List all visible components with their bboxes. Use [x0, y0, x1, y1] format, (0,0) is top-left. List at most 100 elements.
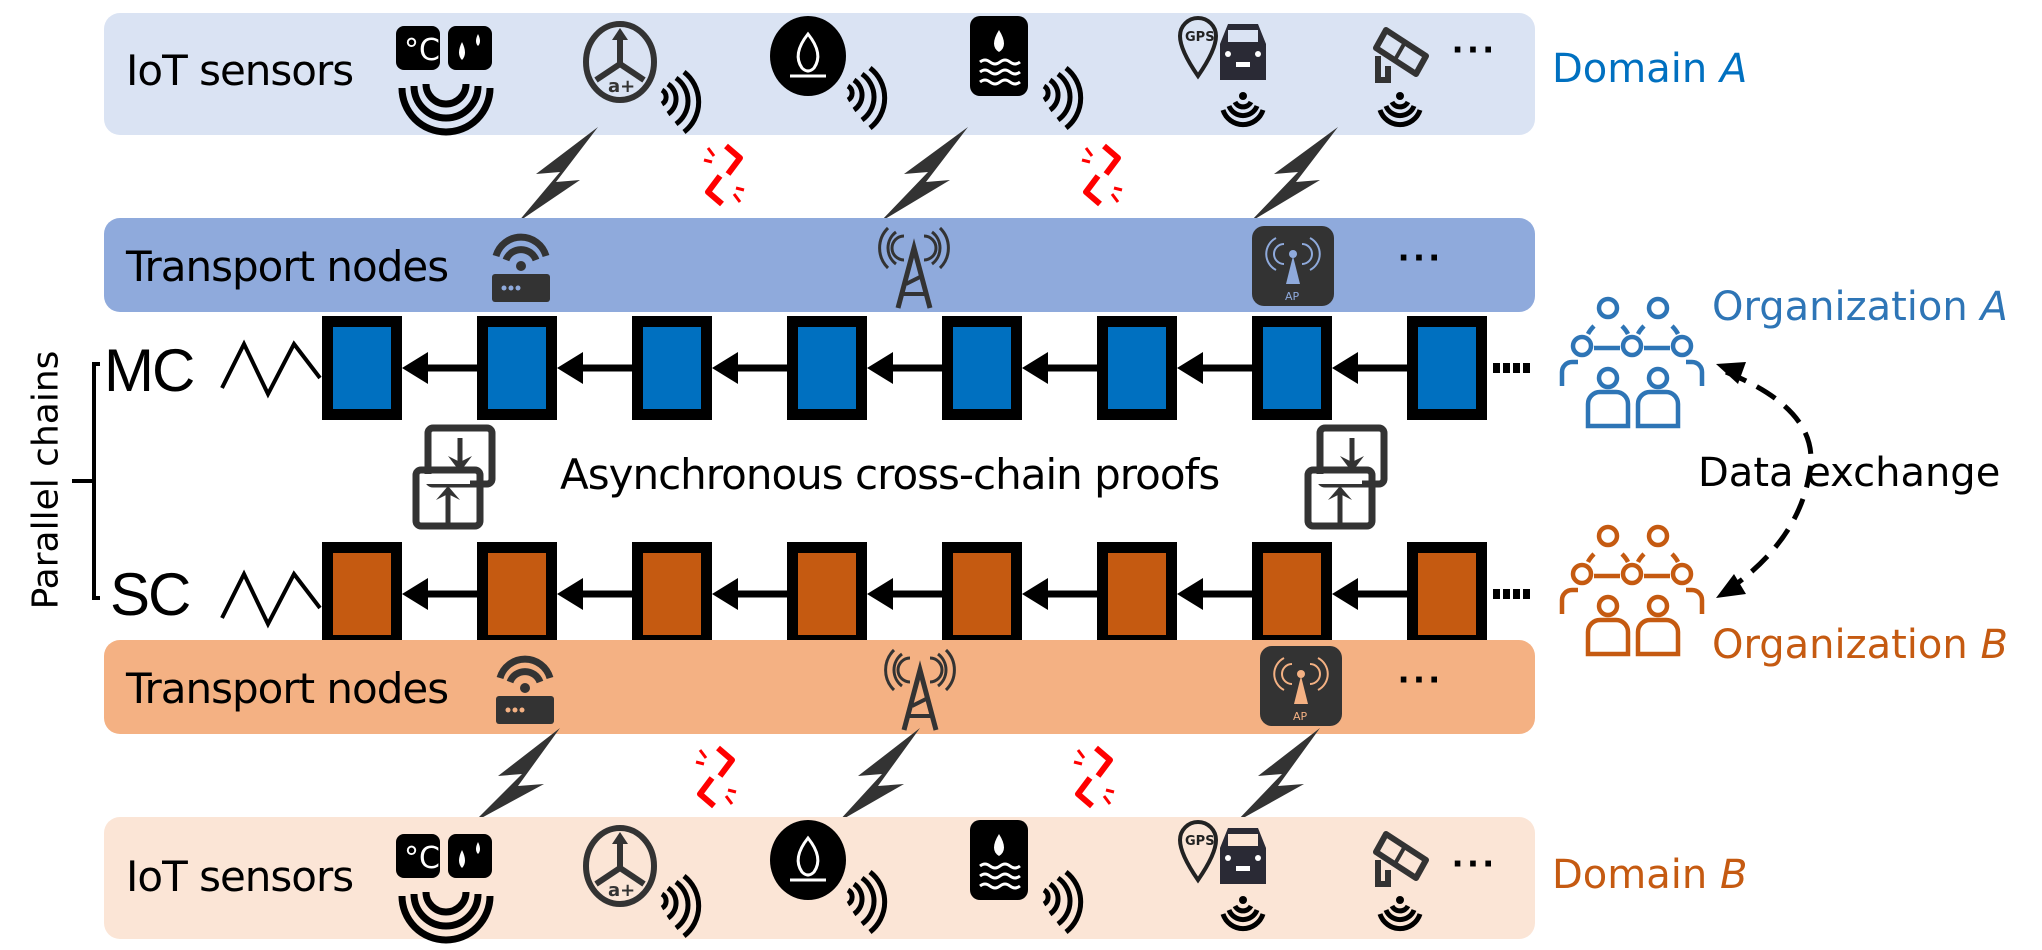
accelerometer-sensor-icon: a+ [583, 825, 702, 938]
main-chain-block [322, 316, 402, 420]
main-chain-arrow-head [402, 352, 428, 384]
main-chain-continuation-dot [1513, 363, 1520, 373]
domain-b-transport-ellipsis: ··· [1398, 658, 1444, 702]
domain-b-letter: B [1719, 852, 1748, 898]
accelerometer-sensor-icon: a+ [583, 21, 702, 134]
broken-link-icon [703, 143, 745, 207]
side-chain-continuation-dot [1503, 589, 1510, 599]
organization-b-letter: B [1980, 622, 2008, 668]
broken-link-icon [1081, 143, 1123, 207]
organization-b-name: Organization [1712, 622, 1968, 668]
side-chain-block [477, 542, 557, 646]
lightning-icon [1250, 127, 1338, 222]
domain-b-sensors-ellipsis: ··· [1452, 842, 1498, 886]
side-chain-arrow-head [1332, 578, 1358, 610]
main-chain-block [1407, 316, 1487, 420]
wifi-router-icon [492, 233, 550, 302]
main-chain-label: MC [104, 337, 195, 404]
side-chain-block [1407, 542, 1487, 646]
main-chain-continuation-dot [1493, 363, 1500, 373]
main-chain-continuation-dot [1523, 363, 1530, 373]
main-chain-arrow-head [712, 352, 738, 384]
domain-a-sensors-ellipsis: ··· [1452, 28, 1498, 72]
domain-a-letter: A [1719, 46, 1748, 92]
access-point-text: AP [1285, 290, 1300, 303]
side-chain-arrow-head [402, 578, 428, 610]
main-chain-genesis-zigzag [220, 339, 322, 399]
wifi-router-icon [496, 655, 554, 724]
main-chain-block [477, 316, 557, 420]
side-chain-genesis-zigzag [220, 569, 322, 629]
domain-b-name: Domain [1552, 852, 1708, 898]
side-chain-label: SC [110, 561, 191, 628]
cross-chain-proofs-label: Asynchronous cross-chain proofs [560, 450, 1220, 499]
svg-text:a+: a+ [608, 880, 635, 901]
broken-link-icon [1073, 745, 1115, 809]
domain-b-label: Domain B [1552, 852, 1747, 898]
surveillance-camera-icon [1373, 831, 1429, 932]
domain-a-transport-ellipsis: ··· [1398, 236, 1444, 280]
cell-tower-icon [884, 648, 956, 731]
side-chain-continuation-dot [1493, 589, 1500, 599]
organization-b-icon [1559, 524, 1705, 657]
main-chain-arrow-head [1177, 352, 1203, 384]
side-chain-arrow-head [1177, 578, 1203, 610]
side-chain-arrow-head [557, 578, 583, 610]
side-chain-arrow-head [867, 578, 893, 610]
lightning-icon [838, 728, 920, 822]
domain-a-iot-label: IoT sensors [126, 46, 354, 95]
gps-vehicle-sensor-icon: GPS [1177, 819, 1266, 932]
main-chain-block [787, 316, 867, 420]
access-point-text: AP [1293, 710, 1308, 723]
side-chain-continuation-dot [1523, 589, 1530, 599]
temperature-humidity-sensor-icon: °C [396, 834, 494, 944]
domain-b-iot-label: IoT sensors [126, 852, 354, 901]
side-chain-block [942, 542, 1022, 646]
organization-a-label: Organization A [1712, 284, 2008, 330]
organization-a-name: Organization [1712, 284, 1968, 330]
lightning-icon [518, 127, 598, 222]
cross-chain-proof-icon [412, 424, 496, 530]
domain-a-name: Domain [1552, 46, 1708, 92]
svg-text:a+: a+ [608, 76, 635, 97]
surveillance-camera-icon [1373, 27, 1429, 128]
main-chain-block [1097, 316, 1177, 420]
cell-tower-icon [878, 226, 950, 309]
side-chain-block [787, 542, 867, 646]
side-chain-block [1097, 542, 1177, 646]
main-chain-arrow-head [867, 352, 893, 384]
gps-text: GPS [1185, 30, 1215, 45]
water-level-sensor-icon [970, 820, 1084, 934]
broken-link-icon [695, 745, 737, 809]
side-chain-arrow-head [712, 578, 738, 610]
side-chain-arrow-head [1022, 578, 1048, 610]
access-point-icon: AP [1260, 646, 1342, 726]
domain-a-transport-label: Transport nodes [126, 242, 449, 291]
main-chain-arrow-head [1332, 352, 1358, 384]
main-chain-arrow-head [557, 352, 583, 384]
organization-b-label: Organization B [1712, 622, 2008, 668]
main-chain-block [942, 316, 1022, 420]
main-chain-continuation-dot [1503, 363, 1510, 373]
data-exchange-label: Data exchange [1698, 450, 2001, 496]
svg-text:°C: °C [404, 33, 440, 68]
main-chain-block [632, 316, 712, 420]
gps-text: GPS [1185, 834, 1215, 849]
flame-sensor-icon [770, 16, 888, 130]
cross-chain-proof-icon [1304, 424, 1388, 530]
svg-text:°C: °C [404, 841, 440, 876]
main-chain-block [1252, 316, 1332, 420]
temperature-humidity-sensor-icon: °C [396, 26, 494, 136]
lightning-icon [474, 728, 560, 822]
lightning-icon [880, 127, 968, 222]
organization-a-letter: A [1980, 284, 2008, 330]
domain-b-transport-label: Transport nodes [126, 664, 449, 713]
organization-a-icon [1559, 296, 1705, 429]
access-point-icon: AP [1252, 226, 1334, 306]
gps-vehicle-sensor-icon: GPS [1177, 15, 1266, 128]
